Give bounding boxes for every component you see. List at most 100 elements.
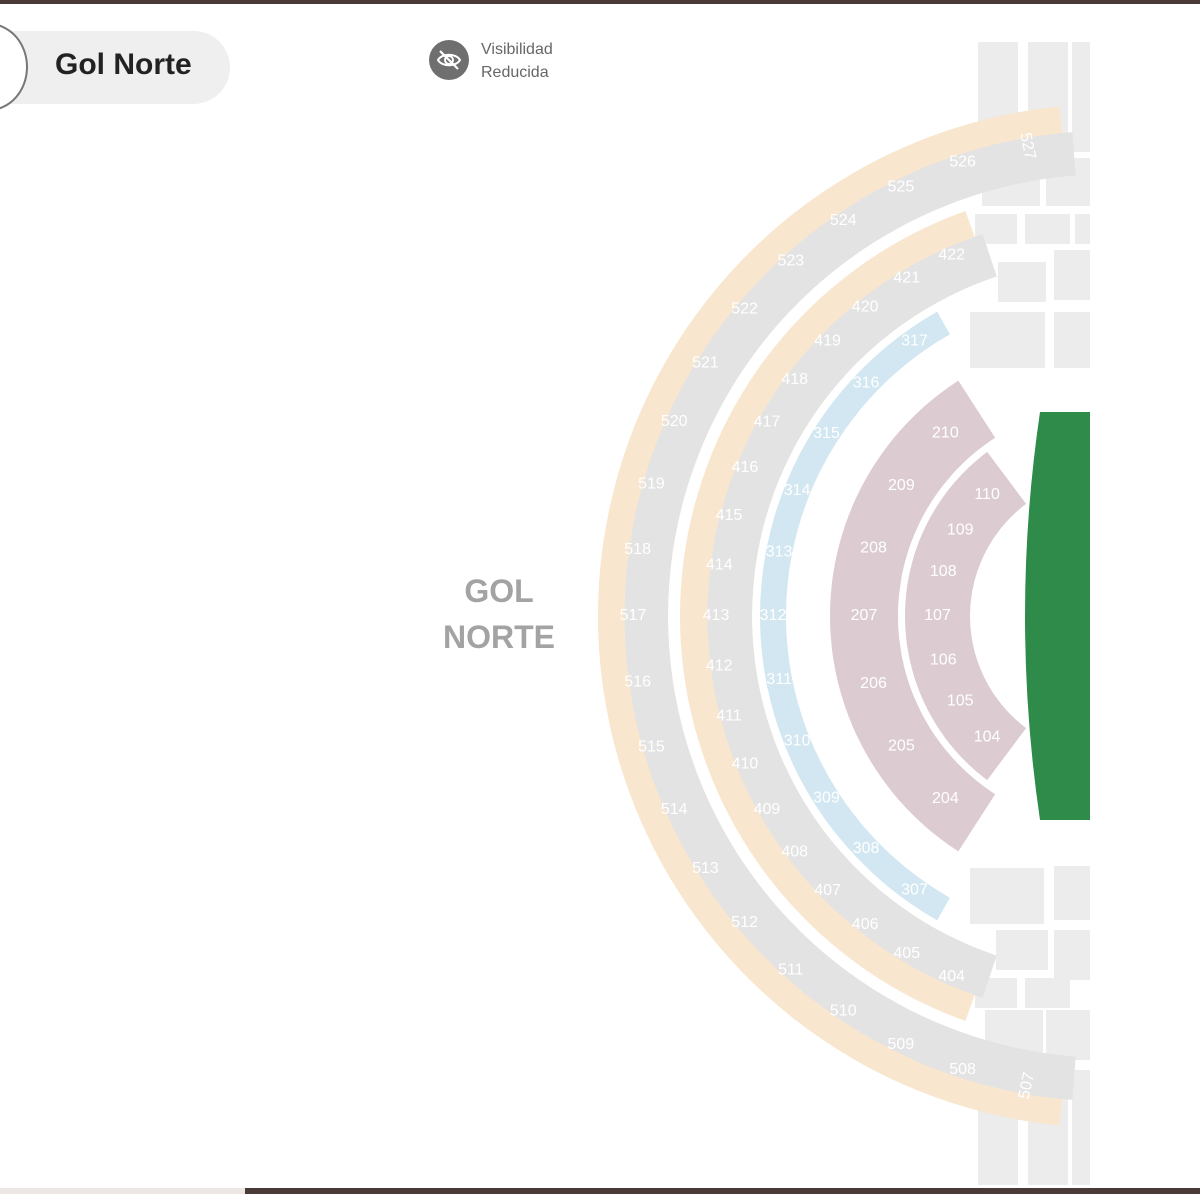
section-label: 419	[814, 332, 841, 349]
section-label: 420	[852, 299, 879, 316]
section-314[interactable]	[773, 453, 824, 527]
section-110[interactable]	[944, 451, 1027, 534]
section-label: 507	[1016, 1071, 1038, 1101]
section-105[interactable]	[918, 666, 1001, 744]
section-label: 315	[813, 425, 840, 442]
section-label: 405	[893, 945, 920, 962]
section-label: 524	[830, 212, 857, 229]
unavailable-section	[1075, 214, 1090, 244]
section-label: 210	[932, 424, 959, 441]
section-label: 408	[781, 843, 808, 860]
section-label: 314	[784, 482, 811, 499]
visibility-label-line2: Reducida	[481, 64, 549, 81]
section-107[interactable]	[904, 585, 972, 647]
section-label: 422	[938, 246, 965, 263]
section-label: 421	[893, 270, 920, 287]
top-window-bar	[0, 0, 1200, 4]
section-307[interactable]	[878, 859, 950, 921]
section-315[interactable]	[797, 397, 857, 470]
section-label: 109	[947, 522, 974, 539]
section-label: 313	[766, 543, 793, 560]
unavailable-section	[1072, 1070, 1090, 1185]
section-label: 515	[638, 739, 665, 756]
section-label: 513	[692, 860, 719, 877]
section-label: 406	[852, 916, 879, 933]
section-207[interactable]	[829, 571, 901, 661]
seat-sections	[598, 106, 1076, 1126]
section-label: 517	[620, 607, 647, 624]
zone-selector[interactable]	[0, 31, 230, 104]
section-312[interactable]	[760, 580, 788, 652]
section-label: 527	[1016, 131, 1038, 161]
section-108[interactable]	[906, 534, 982, 601]
section-label: 520	[661, 413, 688, 430]
section-label: 522	[731, 301, 758, 318]
section-label: 418	[781, 371, 808, 388]
section-309[interactable]	[797, 762, 857, 835]
section-104[interactable]	[944, 698, 1027, 781]
eye-slash-icon	[429, 40, 469, 80]
section-404[interactable]	[909, 929, 997, 1021]
section-507[interactable]	[979, 1041, 1076, 1126]
section-label: 526	[949, 154, 976, 171]
section-208[interactable]	[831, 496, 919, 591]
section-316[interactable]	[833, 349, 900, 418]
section-310[interactable]	[773, 705, 824, 779]
section-label: 110	[974, 486, 1000, 503]
section-label: 105	[947, 693, 974, 710]
section-317[interactable]	[878, 311, 950, 373]
section-label: 413	[703, 607, 730, 624]
section-label: 518	[624, 541, 651, 558]
section-label: 204	[932, 790, 959, 807]
section-label: 516	[624, 674, 651, 691]
section-label: 519	[638, 476, 665, 493]
section-label: 417	[754, 413, 781, 430]
section-label: 207	[851, 607, 878, 624]
section-label: 310	[784, 732, 811, 749]
area-label: GOL NORTE	[430, 568, 568, 660]
section-label: 510	[830, 1003, 857, 1020]
bottom-bar	[0, 1188, 1200, 1194]
section-label: 308	[853, 840, 880, 857]
section-label: 509	[888, 1036, 915, 1053]
unavailable-section	[998, 262, 1046, 302]
section-label: 104	[974, 728, 1001, 745]
section-label: 411	[716, 707, 742, 724]
section-label: 404	[938, 968, 965, 985]
section-label: 307	[901, 882, 928, 899]
section-label: 107	[924, 607, 951, 624]
section-label: 205	[888, 738, 915, 755]
section-label: 512	[731, 914, 758, 931]
section-label: 209	[888, 477, 915, 494]
section-311[interactable]	[761, 644, 800, 717]
section-label: 525	[888, 178, 915, 195]
section-label: 511	[778, 962, 804, 979]
section-label: 508	[949, 1061, 976, 1078]
visibility-legend-label: Visibilidad Reducida	[481, 38, 553, 84]
unavailable-section	[1025, 978, 1070, 1008]
field	[1025, 412, 1090, 820]
section-label: 108	[930, 563, 957, 580]
section-308[interactable]	[833, 814, 900, 883]
unavailable-section	[970, 312, 1045, 368]
section-label: 312	[760, 607, 787, 624]
section-label: 316	[853, 375, 880, 392]
section-label: 206	[860, 675, 887, 692]
section-label: 208	[860, 539, 887, 556]
section-106[interactable]	[906, 631, 982, 698]
section-415[interactable]	[687, 477, 774, 557]
area-label-line1: GOL	[464, 573, 534, 609]
section-label: 317	[901, 333, 928, 350]
section-label: 407	[814, 882, 841, 899]
zone-title: Gol Norte	[55, 48, 192, 81]
section-204[interactable]	[891, 748, 996, 852]
section-label: 415	[716, 507, 743, 524]
section-313[interactable]	[761, 515, 800, 588]
section-label: 521	[692, 354, 719, 371]
section-label: 410	[732, 755, 759, 772]
section-label: 514	[661, 801, 688, 818]
unavailable-section	[1072, 42, 1090, 152]
unavailable-section	[1025, 214, 1070, 244]
section-label: 311	[766, 671, 792, 688]
